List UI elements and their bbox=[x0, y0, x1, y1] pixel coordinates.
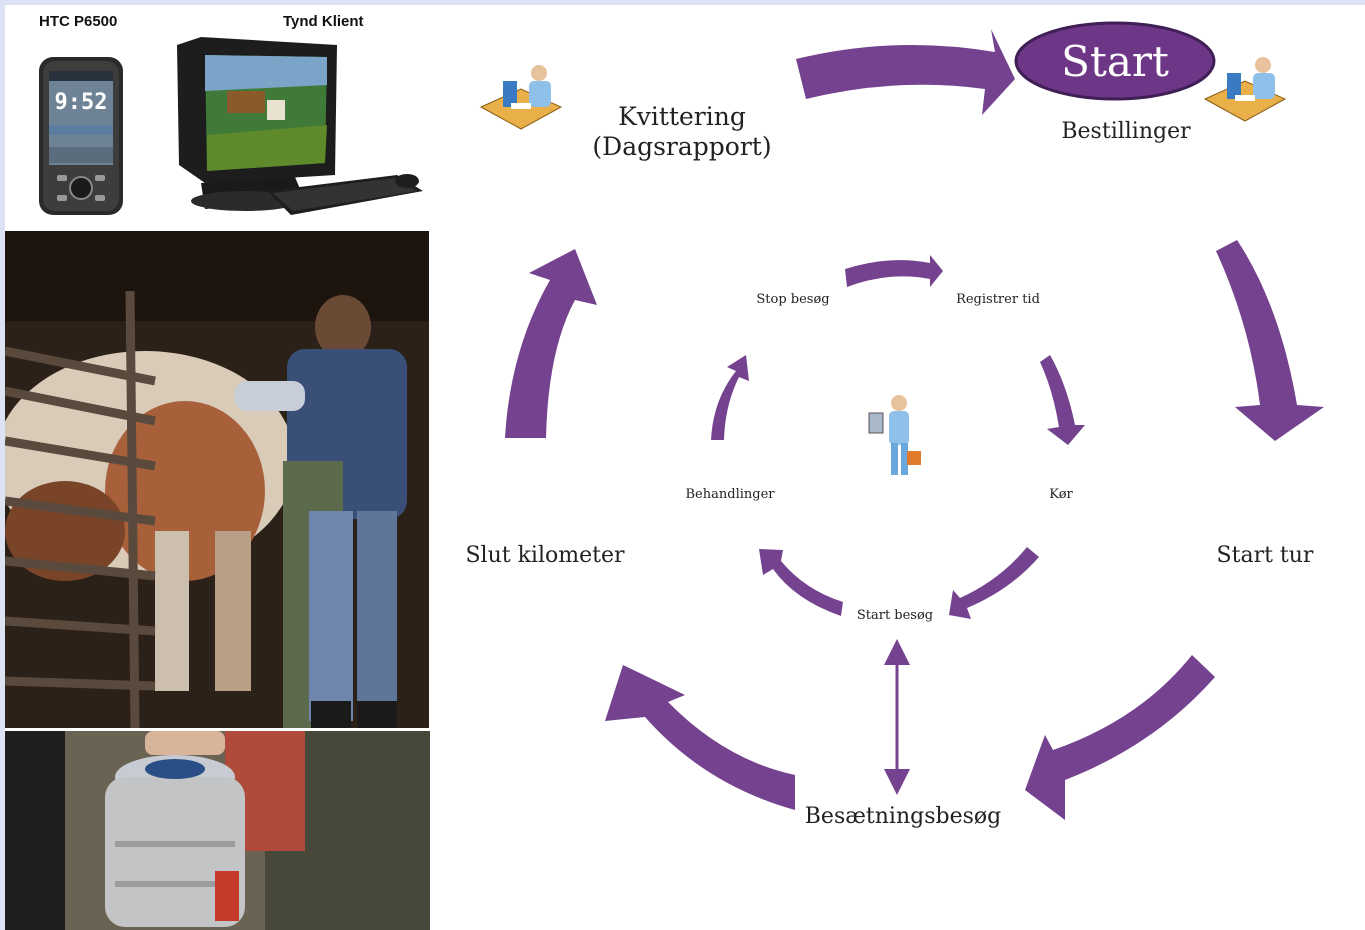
phone-label: HTC P6500 bbox=[39, 13, 118, 30]
dagsrapport-label: (Dagsrapport) bbox=[592, 132, 771, 161]
start-tur-label: Start tur bbox=[1217, 543, 1314, 568]
behandlinger-label: Behandlinger bbox=[686, 487, 776, 502]
start-besog-label: Start besøg bbox=[857, 608, 933, 623]
kor-label: Kør bbox=[1049, 487, 1073, 502]
canvas: HTC P6500 Tynd Klient 9:52 bbox=[5, 5, 1365, 930]
devices-panel: HTC P6500 Tynd Klient 9:52 bbox=[5, 5, 429, 231]
phone-icon: 9:52 bbox=[39, 57, 123, 215]
arrow-bottom-right bbox=[1025, 655, 1215, 820]
client-label: Tynd Klient bbox=[283, 13, 364, 30]
arrow-inner-left bbox=[711, 355, 749, 440]
phone-clock: 9:52 bbox=[55, 90, 108, 115]
keyboard-icon bbox=[267, 174, 423, 215]
registrer-tid-label: Registrer tid bbox=[956, 292, 1040, 307]
arrow-inner-bottom-left bbox=[759, 549, 843, 616]
arrow-top bbox=[796, 29, 1015, 115]
bestillinger-label: Bestillinger bbox=[1061, 119, 1191, 144]
besaetningsbesog-label: Besætningsbesøg bbox=[805, 804, 1001, 829]
field-worker-icon bbox=[868, 395, 921, 475]
computer-icon bbox=[177, 37, 337, 211]
cow-photo bbox=[5, 231, 429, 728]
arrow-inner-bottom-right bbox=[949, 547, 1039, 619]
milk-can-drawing bbox=[5, 731, 430, 930]
start-label: Start bbox=[1061, 37, 1169, 86]
arrow-inner-right bbox=[1040, 355, 1085, 445]
double-arrow-connector bbox=[884, 639, 910, 795]
arrow-right bbox=[1216, 240, 1324, 441]
desk-worker-icon bbox=[1203, 57, 1287, 122]
milk-can-photo bbox=[5, 731, 430, 930]
arrow-left bbox=[505, 249, 597, 438]
arrow-bottom-left bbox=[605, 665, 795, 810]
workflow-diagram: Start Kvittering (Dagsrappo bbox=[465, 21, 1324, 829]
slut-kilometer-label: Slut kilometer bbox=[465, 543, 625, 568]
cow-photo-drawing bbox=[5, 231, 429, 728]
stop-besog-label: Stop besøg bbox=[756, 292, 829, 307]
kvittering-label: Kvittering bbox=[618, 102, 746, 131]
start-node: Start bbox=[1014, 21, 1216, 101]
desk-worker-icon bbox=[479, 65, 563, 130]
devices-illustration: 9:52 bbox=[39, 37, 423, 215]
arrow-inner-top bbox=[845, 255, 943, 287]
